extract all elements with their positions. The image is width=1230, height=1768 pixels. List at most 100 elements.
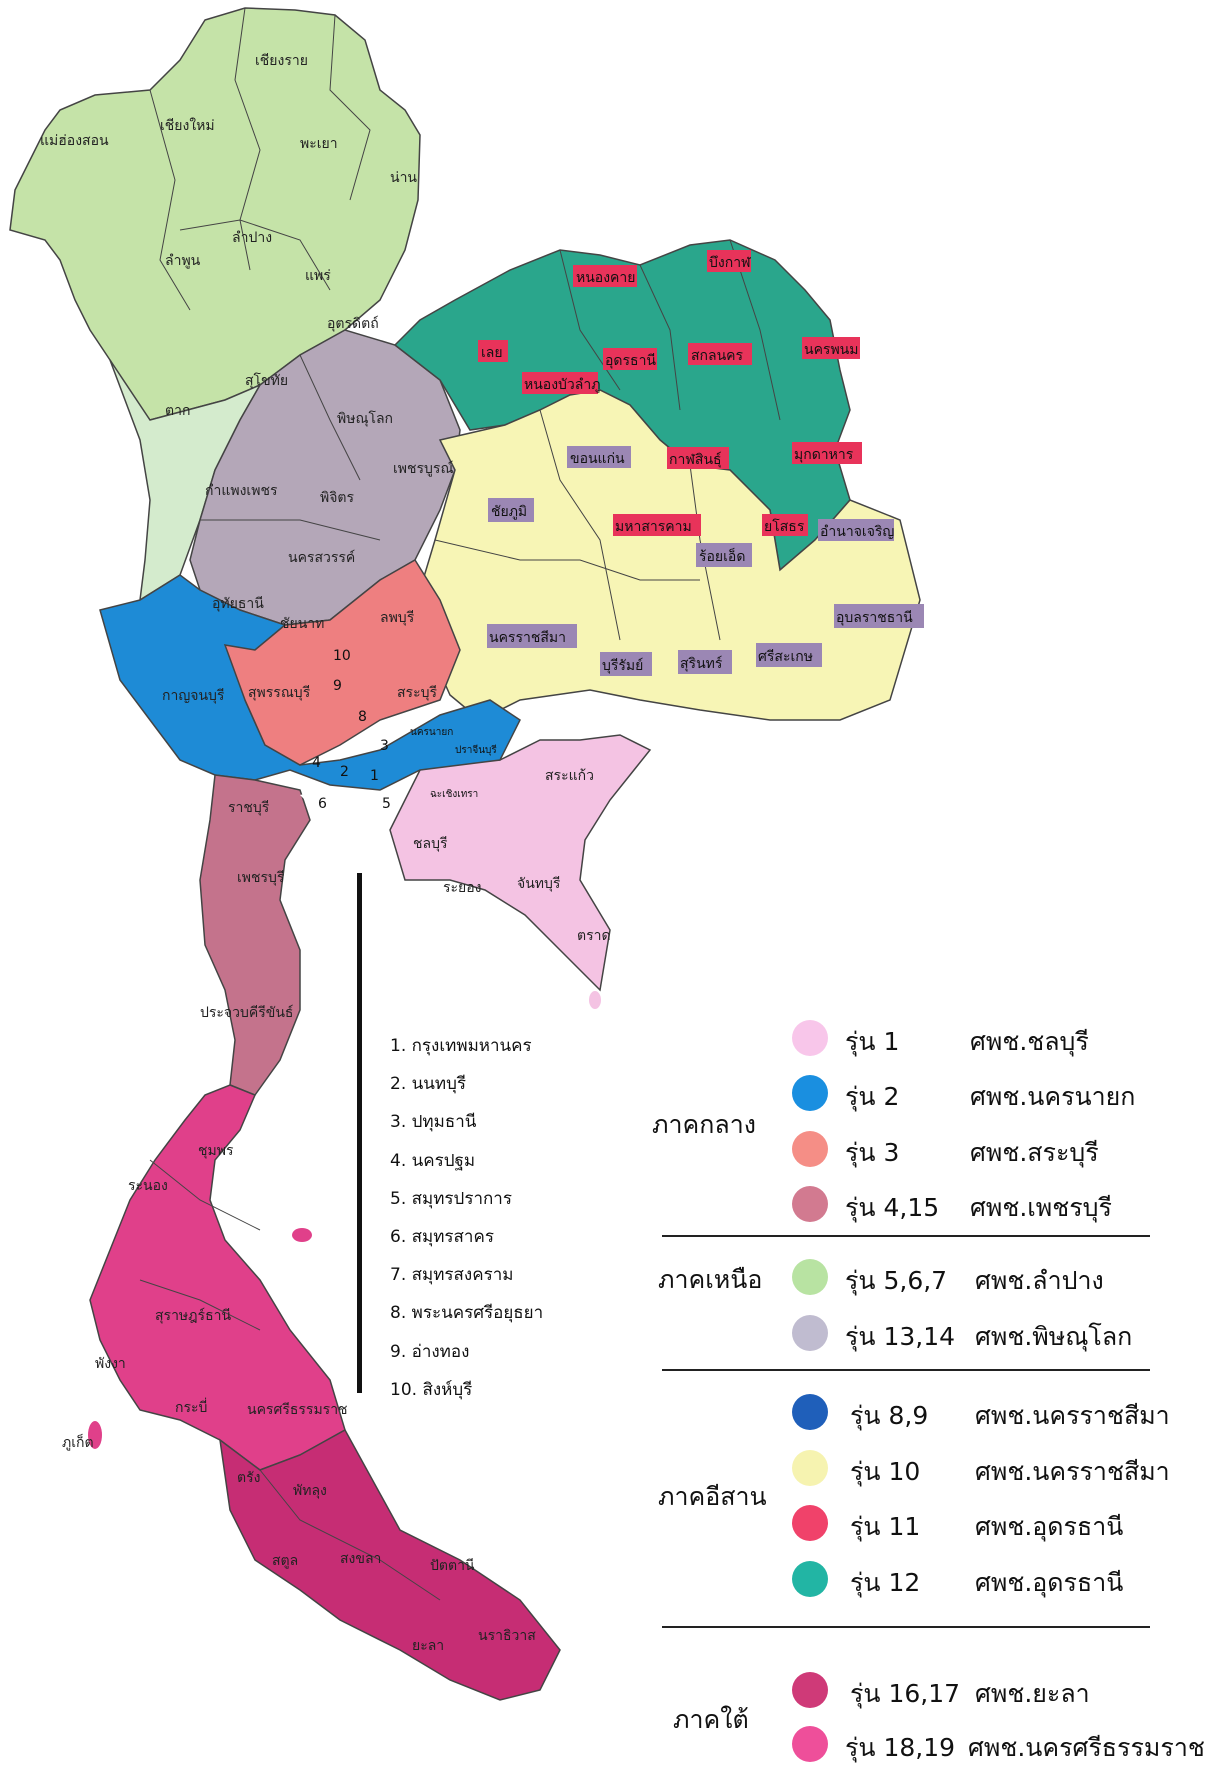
label-prachinburi: ปราจีนบุรี — [455, 744, 497, 756]
legend-region-south: ภาคใต้ — [673, 1705, 749, 1734]
label-khonkaen: ขอนแก่น — [570, 451, 625, 467]
legend-dot-central-1 — [792, 1075, 828, 1111]
map-number-4: 4 — [312, 755, 321, 771]
legend-gen-central-2: รุ่น 3 — [845, 1138, 900, 1167]
label-krabi: กระบี่ — [175, 1398, 207, 1416]
label-nakhonsithammarat: นครศรีธรรมราช — [247, 1402, 348, 1418]
northeast-red-labels: หนองคาย บึงกาฬ เลย หนองบัวลำภู อุดรธานี … — [478, 250, 862, 536]
label-phetchabun: เพชรบูรณ์ — [393, 460, 453, 477]
label-nakhonnayok: นครนายก — [410, 727, 453, 738]
legend-center-south-1: ศพช.นครศรีธรรมราช — [968, 1733, 1205, 1762]
label-kamphaengphet: กำแพงเพชร — [205, 483, 278, 499]
bangkok-province-list: 1. กรุงเทพมหานคร 2. นนทบุรี 3. ปทุมธานี … — [390, 1027, 650, 1409]
label-phrae: แพร่ — [305, 268, 331, 284]
label-phuket: ภูเก็ต — [62, 1433, 94, 1451]
label-suphanburi: สุพรรณบุรี — [248, 685, 311, 701]
label-buriram: บุรีรัมย์ — [602, 657, 643, 674]
label-uthaithani: อุทัยธานี — [212, 596, 264, 612]
legend-dot-northeast-1 — [792, 1450, 828, 1486]
label-mahasarakham: มหาสารคาม — [615, 519, 692, 535]
list-item: 9. อ่างทอง — [390, 1341, 470, 1362]
label-phichit: พิจิตร — [320, 490, 355, 506]
map-number-6: 6 — [318, 796, 327, 812]
legend-gen-central-0: รุ่น 1 — [845, 1027, 900, 1056]
label-lopburi: ลพบุรี — [380, 610, 415, 626]
label-kalasin: กาฬสินธุ์ — [669, 451, 722, 468]
list-item: 6. สมุทรสาคร — [390, 1226, 494, 1247]
island-koh-samui — [292, 1228, 312, 1242]
label-phatthalung: พัทลุง — [293, 1483, 327, 1499]
label-saraburi: สระบุรี — [397, 685, 437, 701]
label-chiangrai: เชียงราย — [255, 53, 308, 69]
label-chaiyaphum: ชัยภูมิ — [491, 504, 527, 520]
region-deep-south — [219, 1428, 561, 1701]
legend-center-northeast-2: ศพช.อุดรธานี — [975, 1512, 1124, 1541]
gulf-bay — [300, 788, 395, 815]
list-item: 1. กรุงเทพมหานคร — [390, 1036, 532, 1056]
map-number-9: 9 — [333, 678, 342, 694]
legend-divider — [662, 1626, 1150, 1628]
legend-dot-northeast-2 — [792, 1505, 828, 1541]
legend-center-northeast-1: ศพช.นครราชสีมา — [975, 1457, 1170, 1486]
label-rayong: ระยอง — [443, 880, 482, 896]
legend-dot-south-1 — [792, 1726, 828, 1762]
legend-gen-south-0: รุ่น 16,17 — [850, 1679, 961, 1708]
label-sukhothai: สุโขทัย — [245, 372, 288, 389]
label-kanchanaburi: กาญจนบุรี — [162, 688, 225, 704]
label-trat: ตราด — [577, 928, 611, 944]
list-item: 4. นครปฐม — [390, 1150, 476, 1171]
legend-dot-central-2 — [792, 1131, 828, 1167]
label-uttaradit: อุตรดิตถ์ — [327, 315, 379, 332]
map-number-10: 10 — [333, 648, 351, 664]
legend-gen-south-1: รุ่น 18,19 — [845, 1733, 956, 1762]
label-pattani: ปัตตานี — [430, 1558, 475, 1574]
label-chachoengsao: ฉะเชิงเทรา — [430, 789, 478, 800]
legend-dot-northeast-3 — [792, 1561, 828, 1597]
legend-gen-northeast-3: รุ่น 12 — [850, 1568, 921, 1597]
list-item: 5. สมุทรปราการ — [390, 1188, 512, 1209]
list-item: 7. สมุทรสงคราม — [390, 1265, 514, 1286]
legend-center-northeast-0: ศพช.นครราชสีมา — [975, 1401, 1170, 1430]
label-sisaket: ศรีสะเกษ — [758, 649, 813, 665]
region-central-salmon — [223, 558, 461, 766]
label-nan: น่าน — [390, 170, 417, 186]
legend-center-central-0: ศพช.ชลบุรี — [970, 1027, 1089, 1056]
map-number-3: 3 — [380, 738, 389, 754]
label-mukdahan: มุกดาหาร — [794, 447, 854, 463]
legend-dot-central-3 — [792, 1186, 828, 1222]
legend-center-northeast-3: ศพช.อุดรธานี — [975, 1568, 1124, 1597]
legend-divider — [662, 1235, 1150, 1237]
label-sakonnakhon: สกลนคร — [691, 348, 744, 364]
legend-dot-south-0 — [792, 1672, 828, 1708]
legend-dot-central-0 — [792, 1020, 828, 1056]
label-chiangmai: เชียงใหม่ — [160, 117, 215, 134]
label-songkhla: สงขลา — [340, 1551, 381, 1567]
legend-dot-northeast-0 — [792, 1394, 828, 1430]
label-chonburi: ชลบุรี — [413, 836, 448, 852]
map-number-1: 1 — [370, 768, 379, 784]
label-trang: ตรัง — [237, 1470, 260, 1486]
scale-bar — [357, 873, 362, 1393]
label-loei: เลย — [481, 345, 503, 361]
legend-dot-north-0 — [792, 1259, 828, 1295]
island-phuket — [88, 1421, 102, 1449]
legend-center-south-0: ศพช.ยะลา — [975, 1679, 1090, 1708]
legend-region-north: ภาคเหนือ — [658, 1265, 763, 1294]
map-number-5: 5 — [382, 796, 391, 812]
label-maehongson: แม่ฮ่องสอน — [40, 133, 109, 149]
label-nakhonsawan: นครสวรรค์ — [288, 549, 355, 566]
label-udonthani: อุดรธานี — [605, 353, 656, 369]
label-roiet: ร้อยเอ็ด — [699, 547, 745, 565]
label-nongkhai: หนองคาย — [576, 270, 635, 286]
legend-gen-northeast-2: รุ่น 11 — [850, 1512, 921, 1541]
province-borders — [139, 7, 781, 1601]
legend-gen-northeast-0: รุ่น 8,9 — [850, 1401, 929, 1430]
map-number-8: 8 — [358, 709, 367, 725]
legend-gen-central-1: รุ่น 2 — [845, 1082, 900, 1111]
label-nongbualamphu: หนองบัวลำภู — [524, 377, 600, 393]
list-item: 10. สิงห์บุรี — [390, 1379, 473, 1400]
label-ratchaburi: ราชบุรี — [228, 800, 270, 816]
list-item: 8. พระนครศรีอยุธยา — [390, 1303, 544, 1324]
label-phangnga: พังงา — [95, 1356, 126, 1372]
